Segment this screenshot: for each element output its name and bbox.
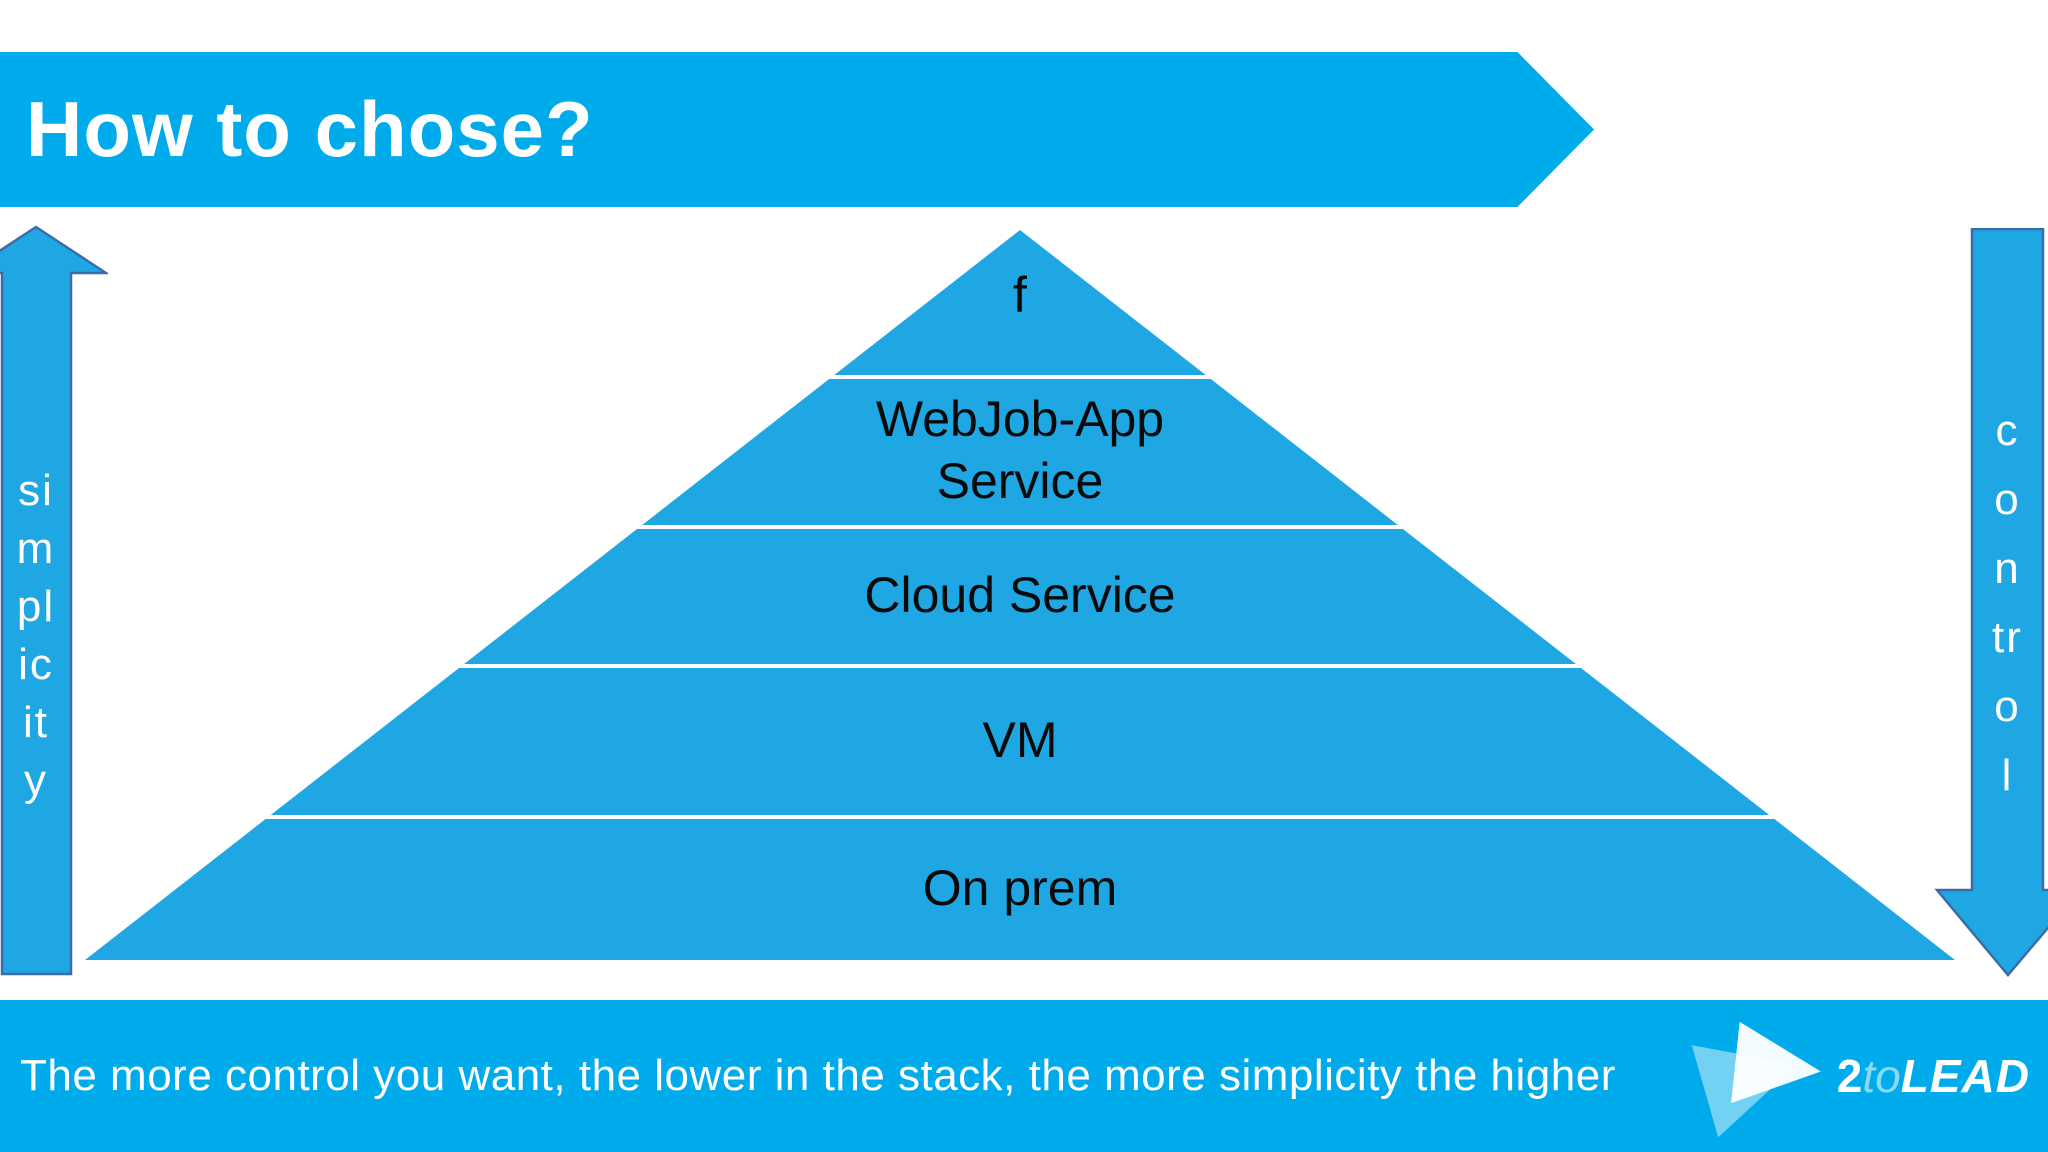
down-arrow-icon <box>1934 228 2048 977</box>
logo-2tolead: 2toLEAD <box>1697 1018 2030 1134</box>
pyramid-layer-vm: VM <box>982 712 1058 769</box>
pyramid-layer-on-prem: On prem <box>922 859 1118 916</box>
layer-divider <box>85 524 1955 529</box>
layer-divider <box>85 663 1955 668</box>
footer-caption: The more control you want, the lower in … <box>20 1051 1616 1100</box>
control-label: c o n tr o l <box>1992 405 2023 800</box>
layer-divider <box>85 814 1955 819</box>
pyramid-layer-cloud-service: Cloud Service <box>864 567 1176 623</box>
title-banner: How to chose? <box>0 52 1594 207</box>
play-triangles-icon <box>1697 1018 1837 1134</box>
pyramid-layer-functions: f <box>1013 266 1027 323</box>
slide-title: How to chose? <box>26 85 594 173</box>
pyramid-diagram: f WebJob-App Service Cloud Service VM On… <box>85 230 1955 960</box>
simplicity-label: si m pl ic it y <box>16 466 56 805</box>
footer-bar: The more control you want, the lower in … <box>0 1000 2048 1152</box>
control-arrow: c o n tr o l <box>1930 228 2048 977</box>
up-arrow-icon <box>0 225 108 976</box>
logo-wordmark: 2toLEAD <box>1836 1050 2030 1102</box>
layer-divider <box>85 375 1955 380</box>
pyramid-layer-webjob-app-service: WebJob-App Service <box>875 390 1165 509</box>
simplicity-arrow: si m pl ic it y <box>0 225 108 977</box>
